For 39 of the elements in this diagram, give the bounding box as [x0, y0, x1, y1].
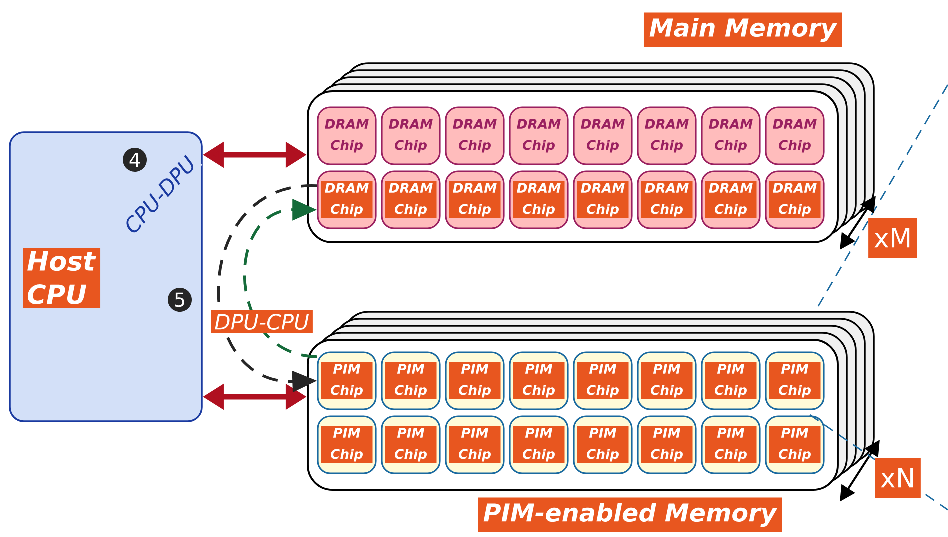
arrow [244, 199, 318, 358]
chip: PIM Chip [381, 352, 441, 410]
chip: PIM Chip [637, 416, 697, 474]
chip: DRAM Chip [381, 106, 441, 166]
chip: PIM Chip [445, 352, 505, 410]
chip: PIM Chip [765, 352, 825, 410]
chip: PIM Chip [765, 416, 825, 474]
chip: PIM Chip [573, 352, 633, 410]
chip: DRAM Chip [509, 106, 569, 166]
chip: DRAM Chip [509, 170, 569, 230]
node-label: Main Memory [650, 18, 838, 42]
chip: DRAM Chip [445, 106, 505, 166]
chip: DRAM Chip [381, 170, 441, 230]
chip: PIM Chip [701, 416, 761, 474]
callout-number: 5 [168, 288, 192, 312]
chip: PIM Chip [637, 352, 697, 410]
chip: PIM Chip [317, 416, 377, 474]
chip: DRAM Chip [573, 170, 633, 230]
chip: DRAM Chip [445, 170, 505, 230]
chip: PIM Chip [573, 416, 633, 474]
chip: DRAM Chip [317, 106, 377, 166]
edge-label: DPU-CPU [211, 310, 313, 334]
chip: DRAM Chip [637, 170, 697, 230]
chip: DRAM Chip [573, 106, 633, 166]
chip: DRAM Chip [637, 106, 697, 166]
chip: PIM Chip [701, 352, 761, 410]
chip: PIM Chip [509, 416, 569, 474]
chip: PIM Chip [509, 352, 569, 410]
chip: DRAM Chip [765, 170, 825, 230]
chip: DRAM Chip [317, 170, 377, 230]
multiplier-label: xM [868, 218, 918, 258]
chip: PIM Chip [317, 352, 377, 410]
chip: DRAM Chip [701, 170, 761, 230]
chip: DRAM Chip [765, 106, 825, 166]
chip: PIM Chip [381, 416, 441, 474]
chip: DRAM Chip [701, 106, 761, 166]
node-label: PIM-enabled Memory [484, 502, 778, 527]
chip: PIM Chip [445, 416, 505, 474]
multiplier-label: xN [875, 458, 921, 498]
